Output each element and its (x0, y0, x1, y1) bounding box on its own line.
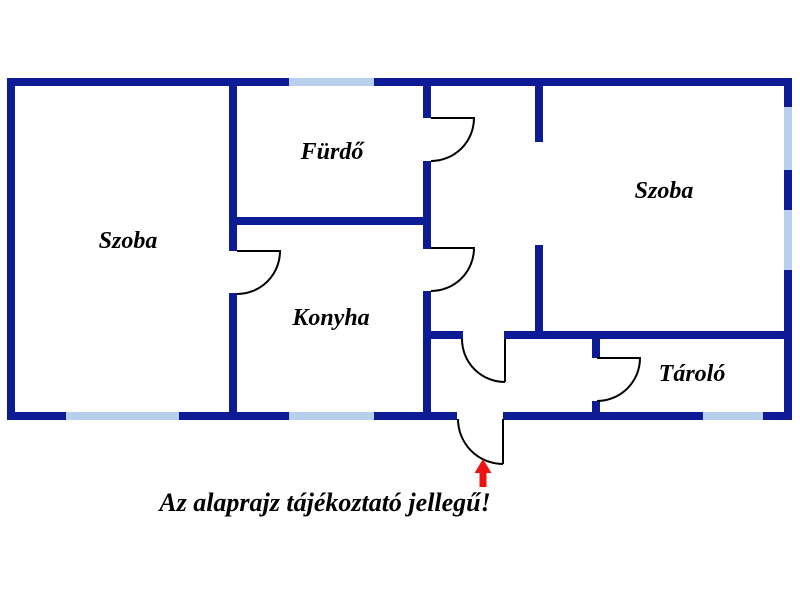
label-konyha: Konyha (291, 305, 369, 331)
wall-outer-top (7, 78, 792, 86)
window-bottom-szoba-left (66, 412, 179, 420)
door-szoba-left (236, 250, 282, 295)
door-entrance (457, 418, 504, 465)
window-top-wall (289, 78, 374, 86)
label-tarolo: Tároló (659, 361, 726, 387)
wall-outer-bottom-right (503, 412, 792, 420)
window-right-wall-upper (784, 107, 792, 170)
wall-furdo-konyha-divider (229, 217, 431, 225)
windows (66, 78, 792, 420)
wall-outer-left (7, 78, 15, 420)
door-furdo (430, 117, 476, 162)
wall-corridor-west-lower (423, 291, 431, 416)
door-vestibule (461, 338, 506, 383)
doors (236, 117, 642, 465)
interior-walls (229, 82, 792, 420)
wall-szoba-left-lower (229, 293, 237, 416)
wall-tarolo-west-lower (592, 401, 600, 420)
door-tarolo (596, 357, 642, 402)
label-szoba-left: Szoba (99, 228, 158, 254)
label-szoba-right: Szoba (635, 178, 694, 204)
disclaimer-note: Az alaprajz tájékoztató jellegű! (157, 488, 491, 517)
wall-corridor-east-lower (535, 245, 543, 339)
wall-tarolo-west-upper (592, 331, 600, 358)
wall-szoba-right-south (504, 331, 792, 339)
label-furdo: Fürdő (300, 139, 366, 165)
window-bottom-tarolo (703, 412, 763, 420)
wall-szoba-left-upper (229, 82, 237, 251)
window-right-wall-lower (784, 210, 792, 270)
window-bottom-konyha (289, 412, 374, 420)
wall-corridor-west-middle (423, 161, 431, 249)
wall-corridor-east-upper (535, 82, 543, 142)
door-konyha (430, 247, 476, 292)
wall-corridor-west-upper (423, 82, 431, 118)
wall-vestibule-north-stub (423, 331, 463, 339)
entrance-arrow-icon (474, 459, 492, 487)
